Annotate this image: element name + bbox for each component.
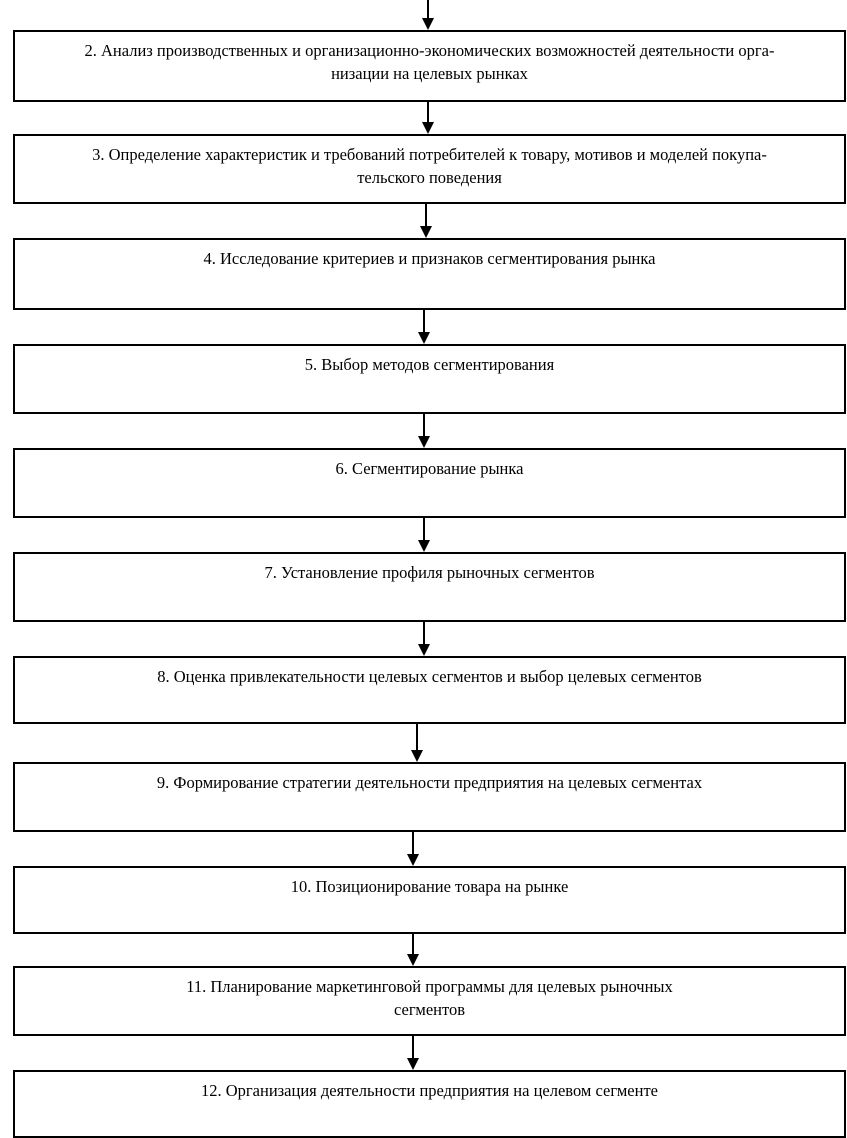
flow-arrow-9-to-10 — [405, 832, 421, 866]
step-label-2: 2. Анализ производственных и организацио… — [84, 41, 775, 83]
flow-arrow-4-to-5 — [416, 310, 432, 344]
step-label-7: 7. Установление профиля рыночных сегмент… — [264, 563, 595, 582]
step-box-12: 12. Организация деятельности предприятия… — [13, 1070, 846, 1138]
step-box-4: 4. Исследование критериев и признаков се… — [13, 238, 846, 310]
flow-arrow-8-to-9 — [409, 724, 425, 762]
step-label-12: 12. Организация деятельности предприятия… — [201, 1081, 658, 1100]
step-box-10: 10. Позиционирование товара на рынке — [13, 866, 846, 934]
flow-arrow-into-step-2 — [420, 0, 436, 30]
step-box-5: 5. Выбор методов сегментирования — [13, 344, 846, 414]
step-label-10: 10. Позиционирование товара на рынке — [290, 877, 569, 896]
flow-arrow-6-to-7 — [416, 518, 432, 552]
step-box-6: 6. Сегментирование рынка — [13, 448, 846, 518]
step-box-11: 11. Планирование маркетинговой программы… — [13, 966, 846, 1036]
flow-arrow-5-to-6 — [416, 414, 432, 448]
flow-arrow-3-to-4 — [418, 204, 434, 238]
step-label-5: 5. Выбор методов сегментирования — [304, 355, 555, 374]
step-label-3: 3. Определение характеристик и требовани… — [92, 145, 767, 187]
step-box-8: 8. Оценка привлекательности целевых сегм… — [13, 656, 846, 724]
flow-arrow-10-to-11 — [405, 934, 421, 966]
step-label-8: 8. Оценка привлекательности целевых сегм… — [157, 667, 702, 686]
step-label-11: 11. Планирование маркетинговой программы… — [186, 977, 673, 1019]
step-label-9: 9. Формирование стратегии деятельности п… — [156, 773, 703, 792]
flow-arrow-7-to-8 — [416, 622, 432, 656]
step-label-4: 4. Исследование критериев и признаков се… — [203, 249, 656, 268]
step-box-7: 7. Установление профиля рыночных сегмент… — [13, 552, 846, 622]
flow-arrow-11-to-12 — [405, 1036, 421, 1070]
flow-arrow-2-to-3 — [420, 102, 436, 134]
step-label-6: 6. Сегментирование рынка — [335, 459, 524, 478]
step-box-9: 9. Формирование стратегии деятельности п… — [13, 762, 846, 832]
step-box-3: 3. Определение характеристик и требовани… — [13, 134, 846, 204]
step-box-2: 2. Анализ производственных и организацио… — [13, 30, 846, 102]
